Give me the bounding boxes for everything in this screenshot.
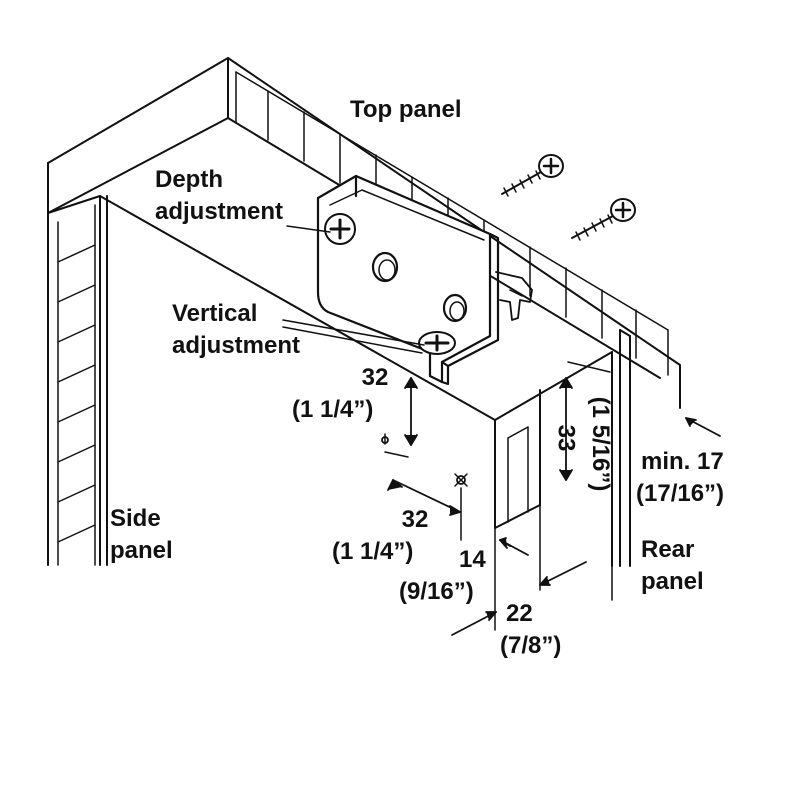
dim-33-mm: 33 [552,424,580,452]
depth-adjustment-label-line1: Depth [155,166,223,193]
dim-22-in: (7/8”) [500,632,562,659]
dim-horizontal-32-in: (1 1/4”) [332,538,414,565]
dim-vertical-32-mm: 32 [361,364,389,391]
top-panel-label: Top panel [350,96,462,123]
dim-14-mm: 14 [459,546,486,573]
side-panel-label-line2: panel [110,537,173,564]
rear-panel [619,329,631,567]
dimension-horizontal-32 [387,479,462,541]
depth-adjustment-label-line2: adjustment [155,198,284,225]
dim-vertical-32-in: (1 1/4”) [292,396,374,423]
vertical-adjustment-label-line2: adjustment [172,332,301,359]
side-panel-label-line1: Side [110,505,161,532]
side-panel [47,195,496,566]
dimension-14 [499,537,529,556]
vertical-adjustment-label-line1: Vertical [172,300,258,327]
side-panel-edge [494,351,613,567]
leader-lines [282,225,425,354]
dim-min-17-mm: min. 17 [641,448,724,475]
rear-panel-label-line2: panel [641,568,704,595]
dimension-vertical-32 [381,377,468,487]
dim-min-17-in: (17/16”) [636,480,725,507]
dim-14-in: (9/16”) [399,578,474,605]
rear-panel-label-line1: Rear [641,536,695,563]
dim-22-mm: 22 [506,600,533,627]
dimension-min-17 [611,417,721,601]
hinge-bracket [316,174,533,386]
vertical-adjustment-screw [418,331,456,355]
depth-adjustment-screw [324,213,356,245]
dim-horizontal-32-mm: 32 [401,506,429,533]
dimension-22 [451,504,587,636]
dim-33-in: (1 5/16”) [587,396,614,492]
wood-screw-1 [501,154,564,197]
dimension-33 [559,361,611,481]
wood-screw-2 [571,198,636,241]
